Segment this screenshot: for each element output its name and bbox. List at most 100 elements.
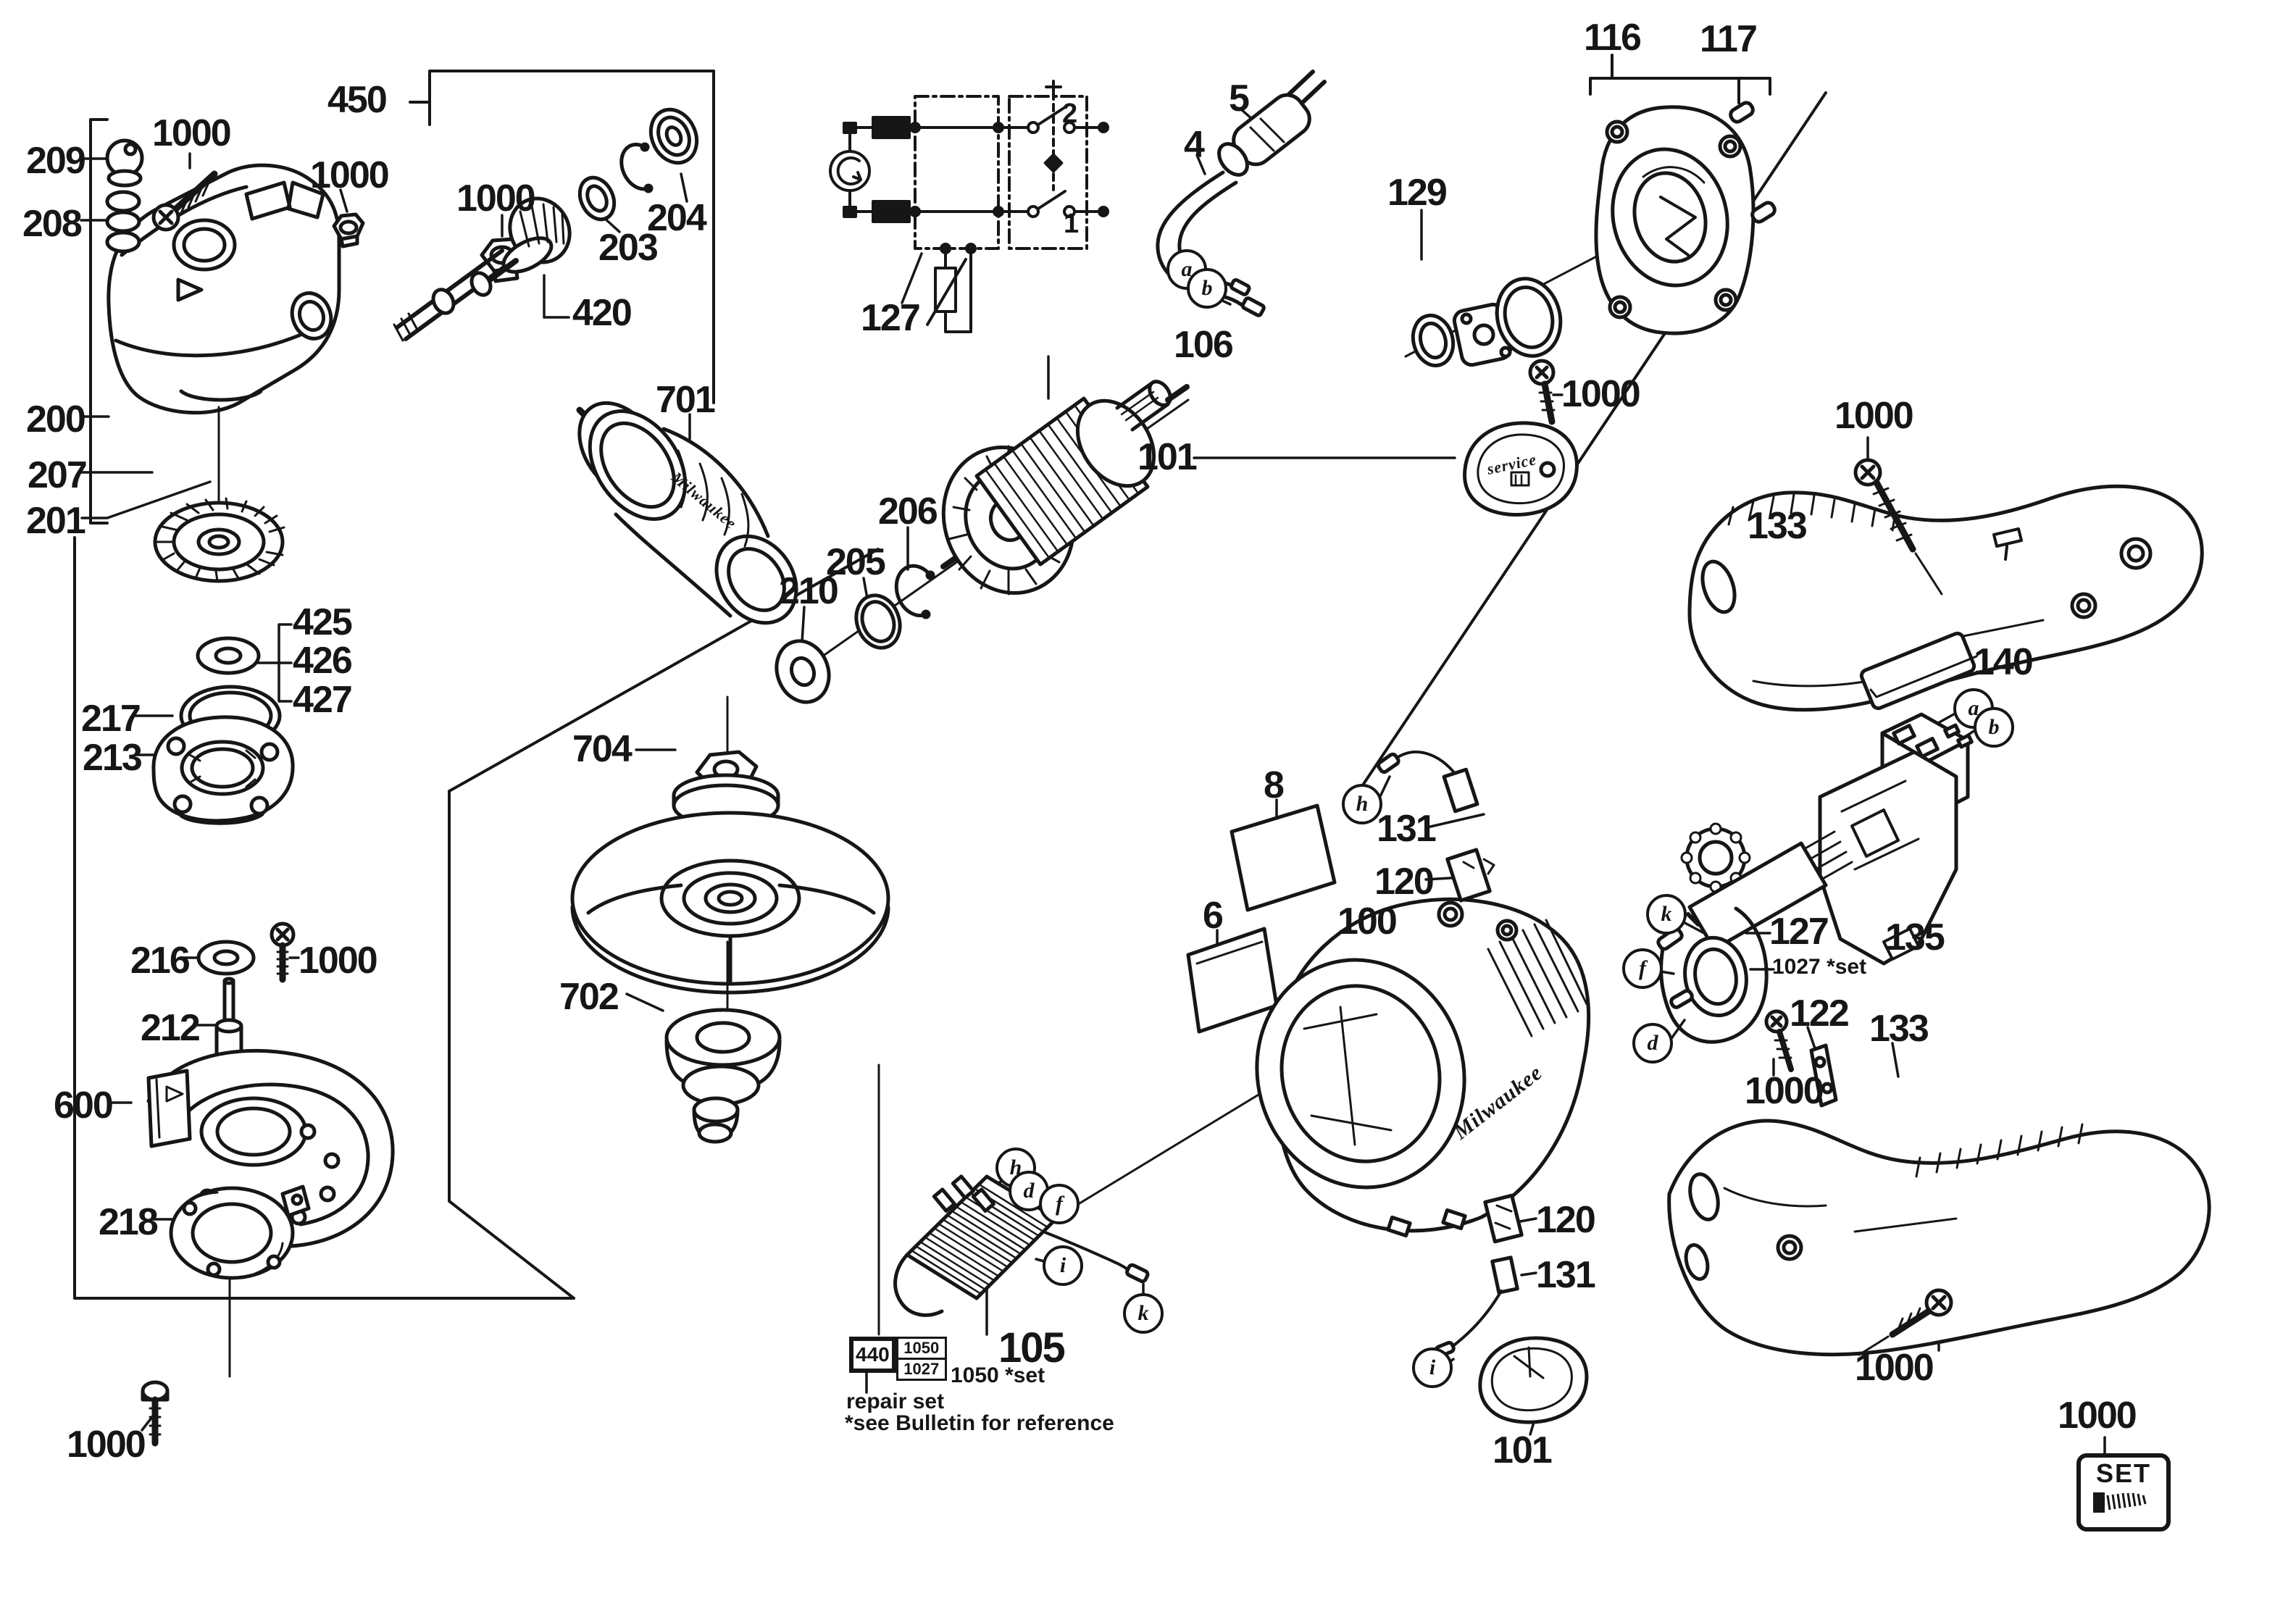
clip-122 xyxy=(1809,1043,1838,1108)
backing-pad xyxy=(570,811,890,1030)
spring-208 xyxy=(105,190,141,254)
set-kit-box: SET xyxy=(2076,1453,2171,1532)
callout-f: f xyxy=(1622,948,1663,989)
flange-702 xyxy=(664,1008,782,1144)
callout-120: 120 xyxy=(1374,861,1435,903)
handle-pad-140 xyxy=(1859,631,1978,711)
callout-135: 135 xyxy=(1885,916,1945,958)
callout-service: service xyxy=(1485,450,1539,478)
rear-handle-bottom-133 xyxy=(1667,1119,2211,1357)
washer-426 xyxy=(196,636,261,675)
gearcase-cover-116 xyxy=(1594,105,1756,335)
callout-b: b xyxy=(1187,268,1227,309)
callout-420: 420 xyxy=(572,292,633,334)
callout-200: 200 xyxy=(26,398,86,440)
callout-f: f xyxy=(1039,1184,1080,1224)
callout-d: d xyxy=(1632,1023,1673,1064)
screw-1000-bottom-left xyxy=(141,1380,170,1447)
flange-213 xyxy=(151,715,295,825)
repair-set-box: 440 1050 1027 xyxy=(849,1337,947,1381)
clamp-plate-218 xyxy=(169,1184,311,1280)
callout-117: 117 xyxy=(1700,18,1758,60)
speed-control-127 xyxy=(1656,822,1853,1044)
callout-1000: 1000 xyxy=(2058,1395,2137,1437)
carbon-brush-131-bottom xyxy=(1434,1255,1519,1358)
screw-1000-handle-bottom xyxy=(1858,1288,1953,1356)
callout-204: 204 xyxy=(647,197,707,239)
repair-set-ref-bottom: 1027 xyxy=(896,1360,947,1381)
callout-450: 450 xyxy=(327,79,388,121)
callout-6: 6 xyxy=(1203,895,1224,937)
callout-1000: 1000 xyxy=(1561,373,1641,415)
callout-8: 8 xyxy=(1264,764,1285,806)
callout-131: 131 xyxy=(1377,808,1437,850)
flange-nut-704 xyxy=(672,750,780,828)
callout-1000: 1000 xyxy=(1745,1070,1824,1112)
set-kit-label: SET xyxy=(2095,1458,2151,1488)
callout-1050-set: 1050 *set xyxy=(951,1363,1045,1387)
callout-k: k xyxy=(1123,1293,1164,1334)
callout-207: 207 xyxy=(28,454,88,496)
callout-1000: 1000 xyxy=(1855,1347,1934,1389)
callout-k: k xyxy=(1646,894,1687,935)
snap-ring xyxy=(619,142,654,193)
screw-1000-top-left xyxy=(151,170,218,232)
callout-600: 600 xyxy=(54,1085,114,1127)
callout-101: 101 xyxy=(1137,436,1198,478)
callout-203: 203 xyxy=(598,227,659,269)
bearing-armature xyxy=(1411,313,1456,368)
carbon-brush-131-top xyxy=(1376,751,1479,814)
callout-106: 106 xyxy=(1174,324,1234,366)
callout-b: b xyxy=(1974,707,2014,748)
repair-set-ref-top: 1050 xyxy=(896,1337,947,1360)
callout-704: 704 xyxy=(572,728,633,770)
callout-100: 100 xyxy=(1337,901,1398,943)
brush-holder-120-top xyxy=(1445,848,1495,903)
circlip-206 xyxy=(894,564,935,619)
callout-116: 116 xyxy=(1584,17,1642,59)
screw-1000-brushcover xyxy=(1528,359,1556,425)
callout-201: 201 xyxy=(26,500,86,542)
callout-212: 212 xyxy=(141,1007,201,1049)
nut-1000-small xyxy=(332,212,365,248)
callout--see-bulletin-for-reference: *see Bulletin for reference xyxy=(845,1411,1114,1435)
screw-1000-handle-top xyxy=(1853,458,1943,596)
switch-135 xyxy=(1818,712,1974,966)
callout-h: h xyxy=(1342,784,1382,824)
callout-1000: 1000 xyxy=(152,112,232,154)
callout-425: 425 xyxy=(293,601,353,643)
callout-105: 105 xyxy=(998,1324,1066,1371)
callout-1000: 1000 xyxy=(299,940,378,982)
brush-cover-101-top xyxy=(1463,421,1579,517)
callout-127: 127 xyxy=(1769,911,1829,953)
callout-1000: 1000 xyxy=(456,177,536,220)
callout-4: 4 xyxy=(1184,124,1205,166)
callout-218: 218 xyxy=(99,1201,159,1243)
callout-701: 701 xyxy=(656,379,716,421)
cord-set-5 xyxy=(1156,70,1327,317)
washer-210 xyxy=(775,639,831,704)
callout-1027-set: 1027 *set xyxy=(1772,955,1867,979)
callout-milwaukee: Milwaukee xyxy=(1448,1060,1548,1145)
callout-1000: 1000 xyxy=(67,1424,146,1466)
callout-208: 208 xyxy=(22,203,83,245)
washer-216 xyxy=(196,940,256,976)
callout-5: 5 xyxy=(1229,78,1250,120)
callout-120: 120 xyxy=(1536,1199,1596,1241)
callout-216: 216 xyxy=(130,940,191,982)
motor-housing-100 xyxy=(1255,897,1591,1238)
brush-holder-120-bottom xyxy=(1483,1193,1524,1244)
callout-217: 217 xyxy=(81,698,141,740)
pinion-gear-420 xyxy=(393,196,572,342)
callout-milwaukee: Milwaukee xyxy=(668,467,740,533)
callout-205: 205 xyxy=(826,541,886,583)
callout-i: i xyxy=(1043,1245,1083,1286)
repair-set-number: 440 xyxy=(849,1337,896,1373)
bearing-203 xyxy=(577,175,617,222)
label-sticker-8 xyxy=(1230,803,1337,912)
cap-209 xyxy=(105,138,144,188)
circuit-diagram xyxy=(829,80,1109,333)
callout-131: 131 xyxy=(1536,1254,1596,1296)
